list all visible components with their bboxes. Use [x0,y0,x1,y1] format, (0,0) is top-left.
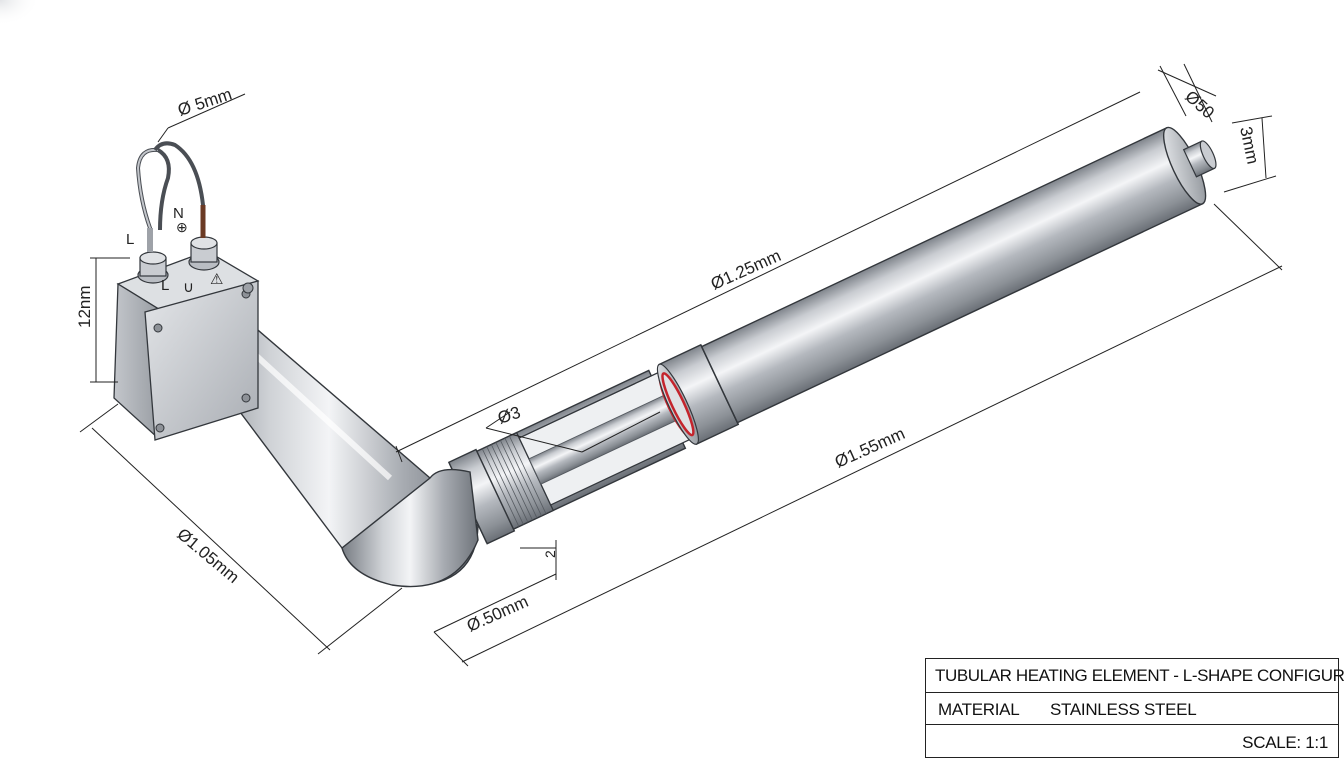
title-row: TUBULAR HEATING ELEMENT - L-SHAPE CONFIG… [926,659,1344,693]
terminal-box [113,250,260,441]
dim-tip-diameter: Ø50 [1181,87,1218,123]
neutral-symbol: ⊕ [176,219,188,235]
dim-box-height: 12nm [75,285,94,328]
dim-collar-diameter: Ø.50mm [464,592,531,636]
terminals: L N ⊕ L ∪ ⚠ [126,141,223,296]
ground-mark: ∪ [183,279,194,296]
material-label: MATERIAL [938,700,1020,719]
elbow-bend [341,468,479,588]
title-block: TUBULAR HEATING ELEMENT - L-SHAPE CONFIG… [925,658,1344,758]
scale-row: SCALE: 1:1 [926,725,1338,757]
dim-leg-diameter: Ø1.05mm [173,525,242,588]
dimension-lines [79,63,1283,667]
tube-upper-section [700,126,1204,424]
main-tube [447,126,1217,545]
corner-shade [0,0,40,26]
drawing-title: TUBULAR HEATING ELEMENT - L-SHAPE CONFIG… [935,666,1344,685]
dim-lead-diameter: Ø 5mm [175,85,234,120]
dim-small: 2 [542,550,558,558]
dim-tip-length: 3mm [1236,125,1262,166]
live-label-upper: L [126,231,134,248]
neutral-wire [153,141,205,238]
scale-value: SCALE: 1:1 [1242,733,1328,752]
neutral-label-upper: N [173,205,184,222]
warning-icon: ⚠ [210,271,223,288]
knurl-lines [481,435,547,527]
live-label-lower: L [161,277,169,294]
dim-window-diameter: Ø3 [495,403,522,428]
material-row: MATERIAL STAINLESS STEEL [926,693,1338,725]
material-value: STAINLESS STEEL [1050,700,1197,719]
